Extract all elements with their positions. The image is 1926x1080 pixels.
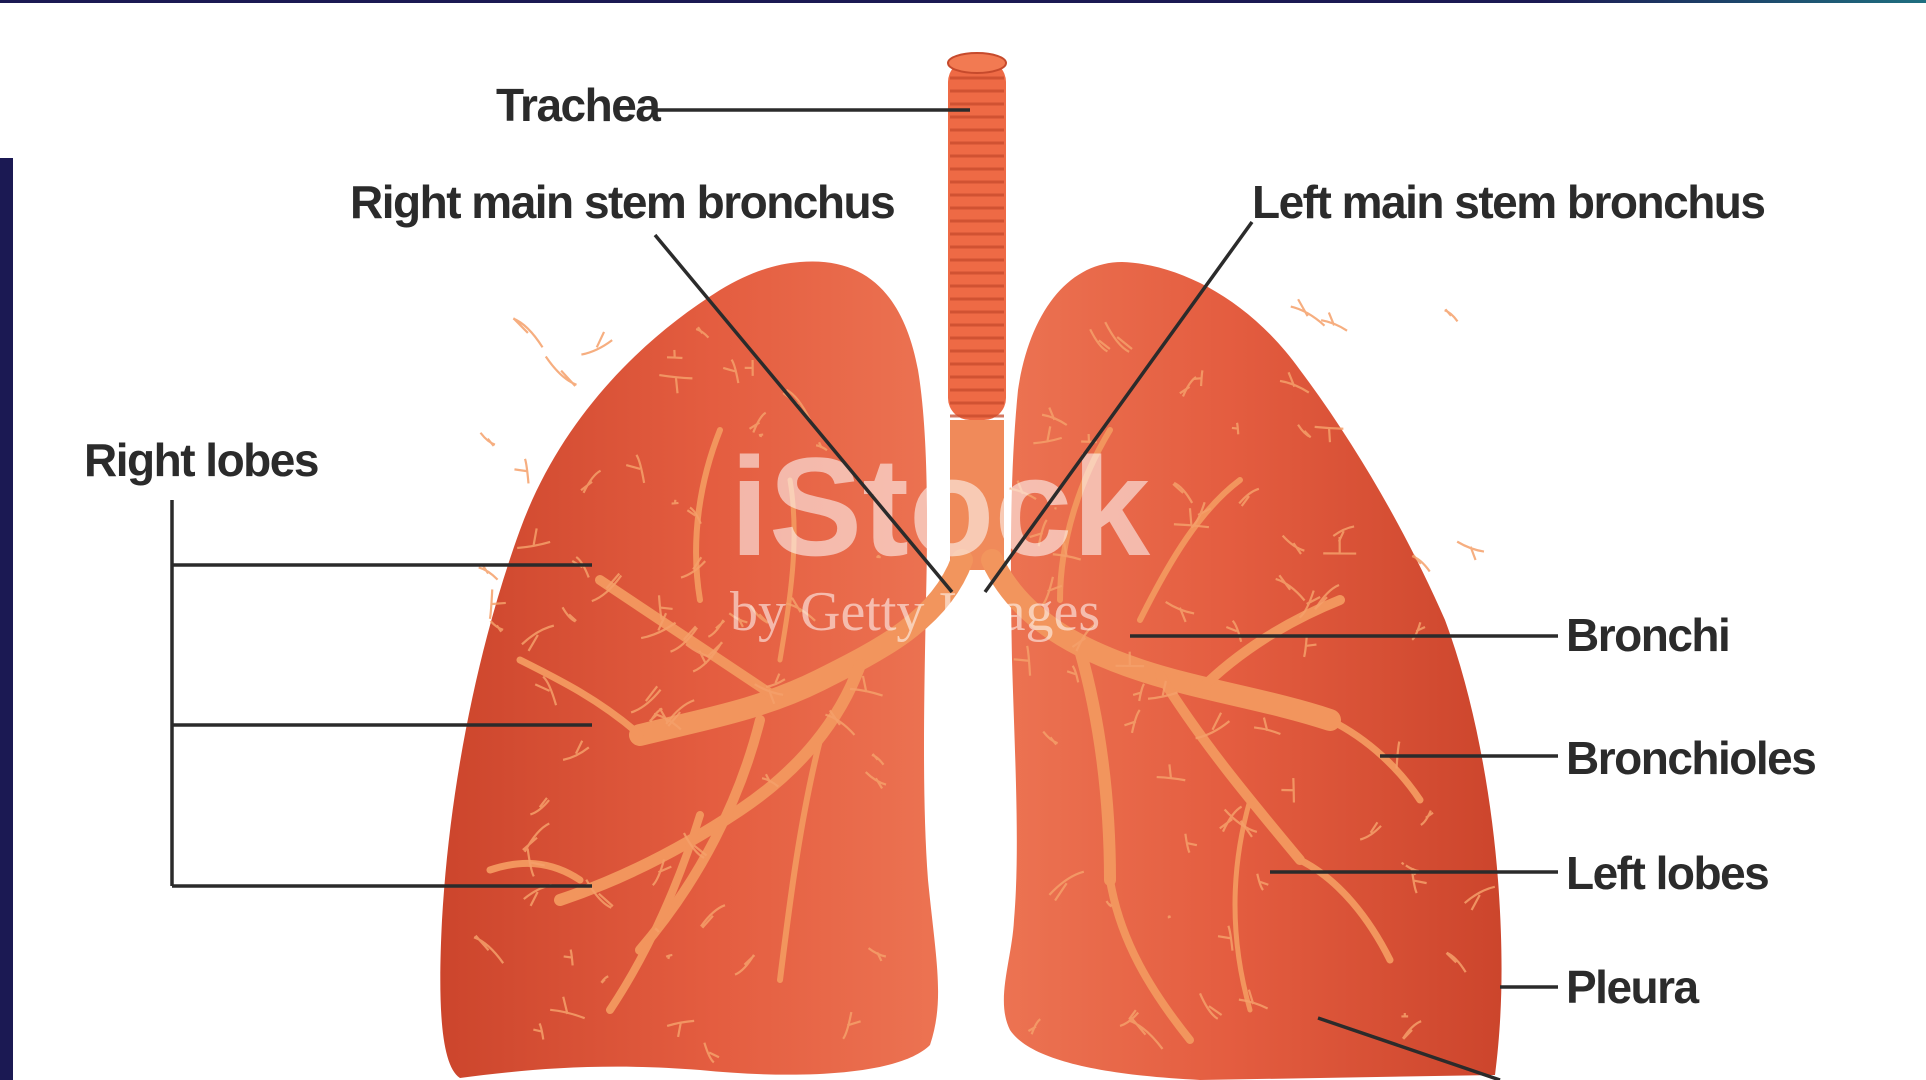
capillary xyxy=(513,318,542,347)
label-bronchi: Bronchi xyxy=(1566,609,1729,661)
left-lung-shape xyxy=(1004,262,1502,1080)
frame-top-bar xyxy=(0,0,1926,3)
label-right-lobes: Right lobes xyxy=(84,434,318,486)
capillary xyxy=(480,433,494,446)
capillary xyxy=(1291,299,1325,325)
label-left-main-stem-bronchus: Left main stem bronchus xyxy=(1252,176,1764,228)
capillary xyxy=(1321,312,1347,330)
watermark-byline: by Getty Images xyxy=(730,581,1100,643)
label-pleura: Pleura xyxy=(1566,961,1700,1013)
label-left-lobes: Left lobes xyxy=(1566,847,1768,899)
capillary xyxy=(1402,863,1404,865)
capillary xyxy=(546,357,577,386)
label-bronchioles: Bronchioles xyxy=(1566,732,1815,784)
label-trachea: Trachea xyxy=(496,79,661,131)
capillary xyxy=(581,332,612,355)
frame-left-bar xyxy=(0,158,13,1080)
capillary xyxy=(514,459,528,484)
capillary xyxy=(1445,309,1458,321)
istock-watermark: iStock by Getty Images xyxy=(730,428,1150,643)
capillary xyxy=(1457,542,1484,560)
label-right-main-stem-bronchus: Right main stem bronchus xyxy=(350,176,894,228)
